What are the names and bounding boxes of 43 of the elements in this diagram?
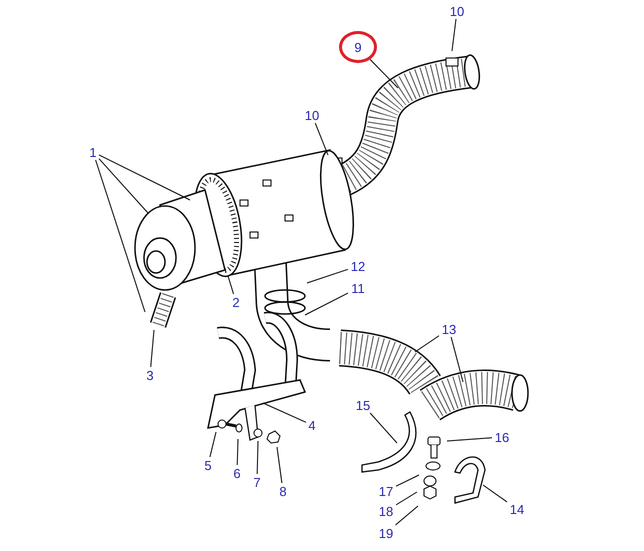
- leader-line: [414, 335, 440, 352]
- leader-line: [98, 158, 148, 214]
- callout-number: 10: [447, 3, 467, 19]
- callout-number: 1: [87, 144, 99, 160]
- callout-number: 13: [439, 321, 459, 337]
- callout-number: 19: [376, 525, 396, 541]
- callout-number: 6: [231, 465, 243, 481]
- leader-line: [228, 276, 234, 294]
- leader-line: [396, 474, 420, 487]
- leader-line: [150, 330, 154, 368]
- leader-line: [209, 432, 216, 458]
- callout-number: 8: [277, 483, 289, 499]
- callout-number: 11: [348, 280, 368, 296]
- callout-number: 18: [376, 503, 396, 519]
- callout-number: 4: [306, 417, 318, 433]
- leader-line: [304, 292, 348, 316]
- callout-number: 14: [507, 501, 527, 517]
- callout-number: 17: [376, 483, 396, 499]
- callout-number: 12: [348, 258, 368, 274]
- leader-line: [256, 440, 258, 474]
- leader-line: [452, 18, 456, 52]
- leader-line: [276, 446, 282, 484]
- callout-number: 5: [202, 457, 214, 473]
- leader-line: [370, 412, 398, 444]
- leader-line: [306, 268, 348, 284]
- leader-line: [95, 160, 146, 312]
- leader-line: [314, 122, 328, 156]
- leader-line: [450, 336, 464, 382]
- callout-number: 10: [302, 107, 322, 123]
- callout-number: 16: [492, 429, 512, 445]
- circled-callout-number: 9: [339, 31, 377, 63]
- leader-line: [396, 492, 418, 506]
- leader-line: [482, 484, 508, 502]
- leader-line: [446, 437, 492, 442]
- callout-number: 2: [230, 294, 242, 310]
- callout-number: 15: [353, 397, 373, 413]
- leader-line: [370, 58, 398, 88]
- leader-line: [262, 402, 306, 423]
- callout-number: 3: [144, 367, 156, 383]
- callout-number: 7: [251, 474, 263, 490]
- leader-line: [394, 506, 418, 526]
- leader-line: [98, 154, 190, 200]
- leader-line: [236, 438, 238, 466]
